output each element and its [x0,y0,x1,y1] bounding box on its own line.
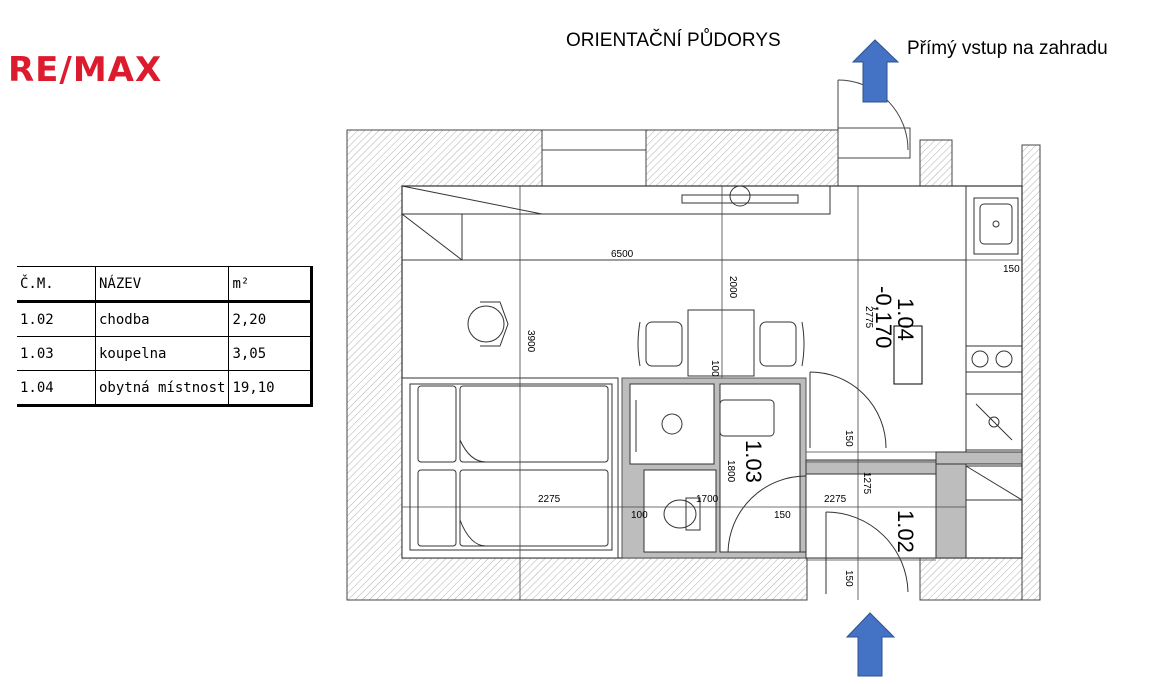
remax-logo: RE/MAX [8,50,163,90]
room-number: 1.03 [17,336,96,371]
dim-100: 100 [631,510,648,521]
dim-2775: 2775 [863,306,874,329]
dim-6500: 6500 [611,249,634,260]
dim-150: 150 [1003,264,1020,275]
room-area: 19,10 [228,370,314,407]
door-swings [727,371,909,594]
dim-1275: 1275 [861,472,872,495]
header-area: m² [228,266,314,303]
room-label-103: 1.03 [741,440,766,483]
table-header-row: Č.M. NÁZEV m² [17,266,314,303]
room-number: 1.04 [17,370,96,407]
table-row: 1.04 obytná místnost 19,10 [17,370,314,407]
dimension-lines [402,186,1022,600]
dim-150: 150 [774,510,791,521]
room-level-104: -0,170 [871,286,896,348]
dim-1800: 1800 [725,460,736,483]
dim-2275: 2275 [824,494,847,505]
dim-150: 150 [843,430,854,447]
dim-3900: 3900 [525,330,536,353]
garden-access-label: Přímý vstup na zahradu [907,38,1108,59]
dim-150: 150 [843,570,854,587]
dim-1700: 1700 [696,494,719,505]
interior-walls [401,185,1023,559]
exterior-walls [346,127,1041,601]
table-row: 1.03 koupelna 3,05 [17,336,314,371]
dim-2275: 2275 [538,494,561,505]
page-title: ORIENTAČNÍ PŮDORYS [566,30,781,51]
level-box [893,325,923,385]
room-label-104: 1.04 [893,298,918,341]
room-label-102: 1.02 [893,510,918,553]
room-table: Č.M. NÁZEV m² 1.02 chodba 2,20 1.03 koup… [17,266,314,407]
garden-arrow [851,39,900,103]
dim-100: 100 [709,360,720,377]
room-name: koupelna [94,336,230,371]
room-area: 3,05 [228,336,314,371]
entrance-arrow [845,612,896,677]
room-name: obytná místnost [94,370,230,407]
room-area: 2,20 [228,301,314,337]
header-room-name: NÁZEV [94,266,230,303]
dim-2000: 2000 [727,276,738,299]
header-room-number: Č.M. [17,266,96,303]
